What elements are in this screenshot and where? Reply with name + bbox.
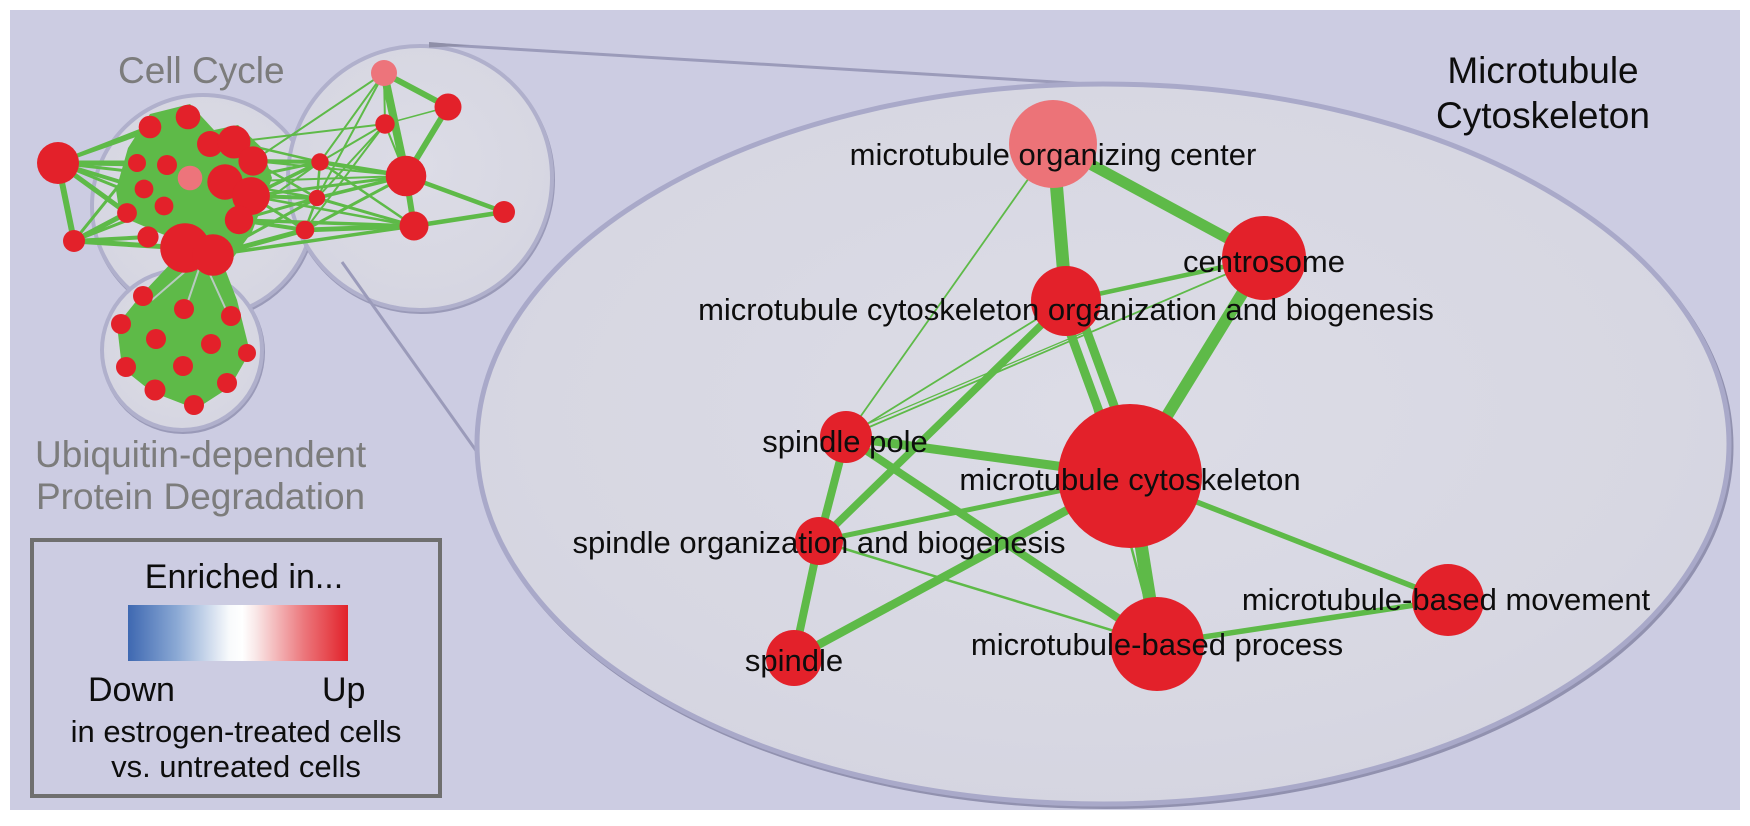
svg-text:microtubule-based process: microtubule-based process — [971, 627, 1343, 662]
svg-text:in estrogen-treated cells: in estrogen-treated cells — [71, 714, 402, 749]
svg-text:Up: Up — [322, 671, 365, 709]
svg-text:Down: Down — [88, 671, 175, 709]
svg-text:microtubule cytoskeleton: microtubule cytoskeleton — [959, 462, 1300, 497]
svg-text:spindle: spindle — [745, 643, 843, 678]
svg-text:microtubule cytoskeleton organ: microtubule cytoskeleton organization an… — [698, 292, 1434, 327]
svg-text:centrosome: centrosome — [1183, 244, 1345, 279]
svg-text:Microtubule: Microtubule — [1447, 50, 1638, 91]
svg-text:Cytoskeleton: Cytoskeleton — [1436, 95, 1650, 136]
svg-text:Ubiquitin-dependent: Ubiquitin-dependent — [35, 434, 367, 475]
svg-text:microtubule-based movement: microtubule-based movement — [1242, 582, 1651, 617]
svg-text:vs. untreated cells: vs. untreated cells — [111, 749, 361, 784]
svg-text:Cell Cycle: Cell Cycle — [118, 50, 285, 91]
svg-text:Protein Degradation: Protein Degradation — [36, 476, 365, 517]
svg-text:Enriched in...: Enriched in... — [145, 558, 343, 596]
svg-text:spindle organization and bioge: spindle organization and biogenesis — [573, 525, 1066, 560]
svg-text:microtubule organizing center: microtubule organizing center — [850, 137, 1257, 172]
svg-text:spindle pole: spindle pole — [762, 424, 927, 459]
